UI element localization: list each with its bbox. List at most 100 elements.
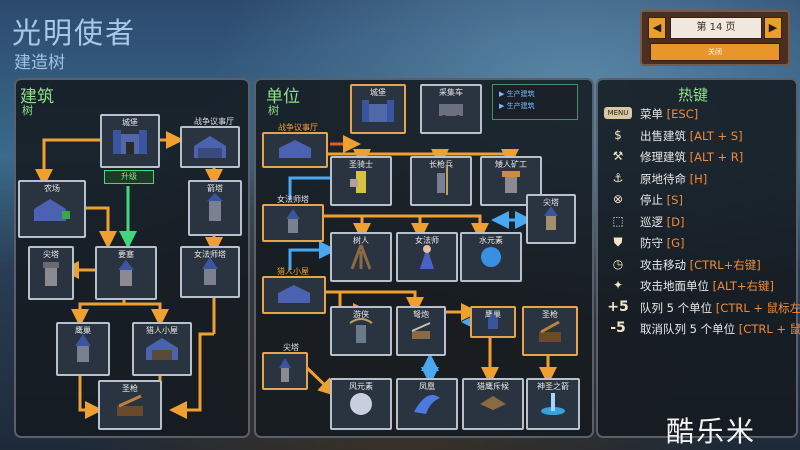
ballista-node[interactable]: 弩炮 <box>396 306 446 356</box>
sorceress-tower-node[interactable]: 女法师塔 <box>180 246 240 298</box>
sentry-tower-node[interactable]: 箭塔 <box>188 180 242 236</box>
hotkeys-title: 热键 <box>677 86 708 104</box>
close-button[interactable]: 关闭 <box>650 43 780 61</box>
hotkey-key: [ALT + S] <box>689 128 743 143</box>
buildings-panel-subtitle: 树 <box>22 104 33 117</box>
units-panel-subtitle: 树 <box>268 104 279 117</box>
unit-war-council-label: 战争议事厅 <box>278 123 318 132</box>
buildings-panel-title: 建筑 <box>20 87 54 107</box>
hotkey-key: [ALT + R] <box>689 150 744 164</box>
hotkey-label: 菜单 <box>640 107 667 121</box>
hotkey-text: 攻击移动 [CTRL+右键] <box>640 257 761 273</box>
hotkey-icon: ✦ <box>612 278 624 292</box>
war-council-node[interactable] <box>180 126 240 168</box>
hotkey-icon: ⛊ <box>613 235 623 249</box>
hotkey-text: 队列 5 个单位 [CTRL + 鼠标左 <box>640 300 800 316</box>
unit-arrow-tower-node[interactable]: 尖塔 <box>526 194 576 244</box>
holy-arrow-node[interactable]: 神圣之箭 <box>526 378 580 430</box>
arrow-tower-node[interactable]: 尖塔 <box>28 246 74 300</box>
hotkey-label: 停止 <box>640 193 667 207</box>
hotkey-label: 巡逻 <box>640 214 667 229</box>
page-title: 光明使者 <box>12 16 137 50</box>
hotkey-text: 停止 [S] <box>640 192 683 208</box>
sorceress-node[interactable]: 女法师 <box>396 232 458 282</box>
shrine-node[interactable]: 圣枪 <box>98 380 162 430</box>
unit-spire-label: 尖塔 <box>283 343 299 352</box>
farm-node[interactable]: 农场 <box>18 180 86 238</box>
hotkey-key: [D] <box>666 214 685 229</box>
castle-icon <box>113 126 147 160</box>
hotkey-row: +5 队列 5 个单位 [CTRL + 鼠标左 <box>604 298 800 316</box>
hunter-hut-node[interactable]: 猎人小屋 <box>132 322 192 376</box>
ranger-node[interactable]: 游侠 <box>330 306 392 356</box>
ranger-icon <box>348 317 374 349</box>
pikeman-icon <box>428 166 454 199</box>
hotkey-row: ⊗ 停止 [S] <box>604 190 800 208</box>
unit-hunter-hut-label: 猎人小屋 <box>277 267 309 276</box>
arrow-tower-icon <box>40 258 62 292</box>
pikeman-node[interactable]: 长枪兵 <box>410 156 472 206</box>
hotkey-icon: $ <box>614 127 622 142</box>
hotkey-icon: ⚒ <box>612 149 624 163</box>
unit-war-council-node[interactable] <box>262 132 328 168</box>
collector-node[interactable]: 采集车 <box>420 84 482 134</box>
hotkey-row: $ 出售建筑 [ALT + S] <box>604 126 800 144</box>
hotkey-label: 攻击移动 <box>640 257 690 272</box>
hotkey-text: 菜单 [ESC] <box>640 106 698 122</box>
unit-hunter-hut-node[interactable] <box>262 276 326 314</box>
fortress-node[interactable]: 要塞 <box>95 246 157 300</box>
hotkey-label: 出售建筑 <box>640 128 690 143</box>
unit-spire-node[interactable] <box>262 352 308 390</box>
war-council-icon <box>192 134 228 164</box>
hotkey-key: [CTRL + 鼠 <box>738 322 800 336</box>
hotkey-row: ⚓原地待命 [H] <box>604 169 800 187</box>
hotkey-icon: -5 <box>610 320 626 336</box>
engineer-icon <box>498 167 524 199</box>
sentry-tower-icon <box>204 193 226 227</box>
war-council-label: 战争议事厅 <box>194 117 234 126</box>
watermark: 酷乐米 <box>666 415 757 448</box>
war-council-icon <box>277 138 313 164</box>
hotkey-label: 取消队列 5 个单位 <box>640 322 739 336</box>
unit-castle-node[interactable]: 城堡 <box>350 84 406 134</box>
paladin-node[interactable]: 圣骑士 <box>330 156 392 206</box>
hunter-hut-icon <box>144 336 180 366</box>
hotkey-icon: ⊗ <box>612 192 624 206</box>
hotkey-text: 出售建筑 [ALT + S] <box>640 128 743 144</box>
hotkey-row: ◷攻击移动 [CTRL+右键] <box>604 255 800 273</box>
legend-item-2: ▶ 生产建筑 <box>499 102 535 110</box>
arrow-tower-icon <box>541 205 561 236</box>
treant-node[interactable]: 树人 <box>330 232 392 282</box>
wind-elemental-node[interactable]: 风元素 <box>330 378 392 430</box>
phoenix-icon <box>412 392 442 420</box>
unit-shrine-node[interactable]: 圣枪 <box>522 306 578 356</box>
ballista-icon <box>408 317 434 349</box>
hotkey-key: [CTRL + 鼠标左 <box>715 300 800 315</box>
hotkey-icon: +5 <box>607 298 629 315</box>
treant-icon <box>348 243 374 275</box>
prev-page-button[interactable]: ◀ <box>648 17 666 39</box>
hotkey-label: 修理建筑 <box>640 150 690 164</box>
hotkey-row: ✦攻击地面单位 [ALT+右键] <box>604 276 800 294</box>
wind-elemental-icon <box>347 390 375 422</box>
next-page-button[interactable]: ▶ <box>764 17 782 39</box>
hotkey-text: 修理建筑 [ALT + R] <box>640 149 743 165</box>
unit-aviary-node[interactable]: 鹰巢 <box>470 306 516 338</box>
sorceress-tower-icon <box>199 256 221 291</box>
phoenix-node[interactable]: 凤凰 <box>396 378 458 430</box>
hotkey-key: [H] <box>689 171 708 186</box>
castle-node[interactable]: 城堡 <box>100 114 160 168</box>
hawk-scout-node[interactable]: 猎鹰斥候 <box>462 378 524 430</box>
aviary-icon <box>486 313 500 333</box>
water-elemental-node[interactable]: 水元素 <box>460 232 522 282</box>
hotkey-key: [S] <box>666 193 683 207</box>
hotkey-icon: MENU <box>604 107 632 119</box>
hotkey-key: [ESC] <box>666 107 699 121</box>
hotkey-key: [ALT+右键] <box>712 279 774 293</box>
hotkey-row: -5 取消队列 5 个单位 [CTRL + 鼠 <box>604 319 800 337</box>
units-panel-title: 单位 <box>266 87 300 107</box>
unit-sorc-tower-node[interactable] <box>262 204 324 242</box>
aviary-icon <box>72 334 94 368</box>
fortress-icon <box>115 258 137 292</box>
aviary-node[interactable]: 鹰巢 <box>56 322 110 376</box>
